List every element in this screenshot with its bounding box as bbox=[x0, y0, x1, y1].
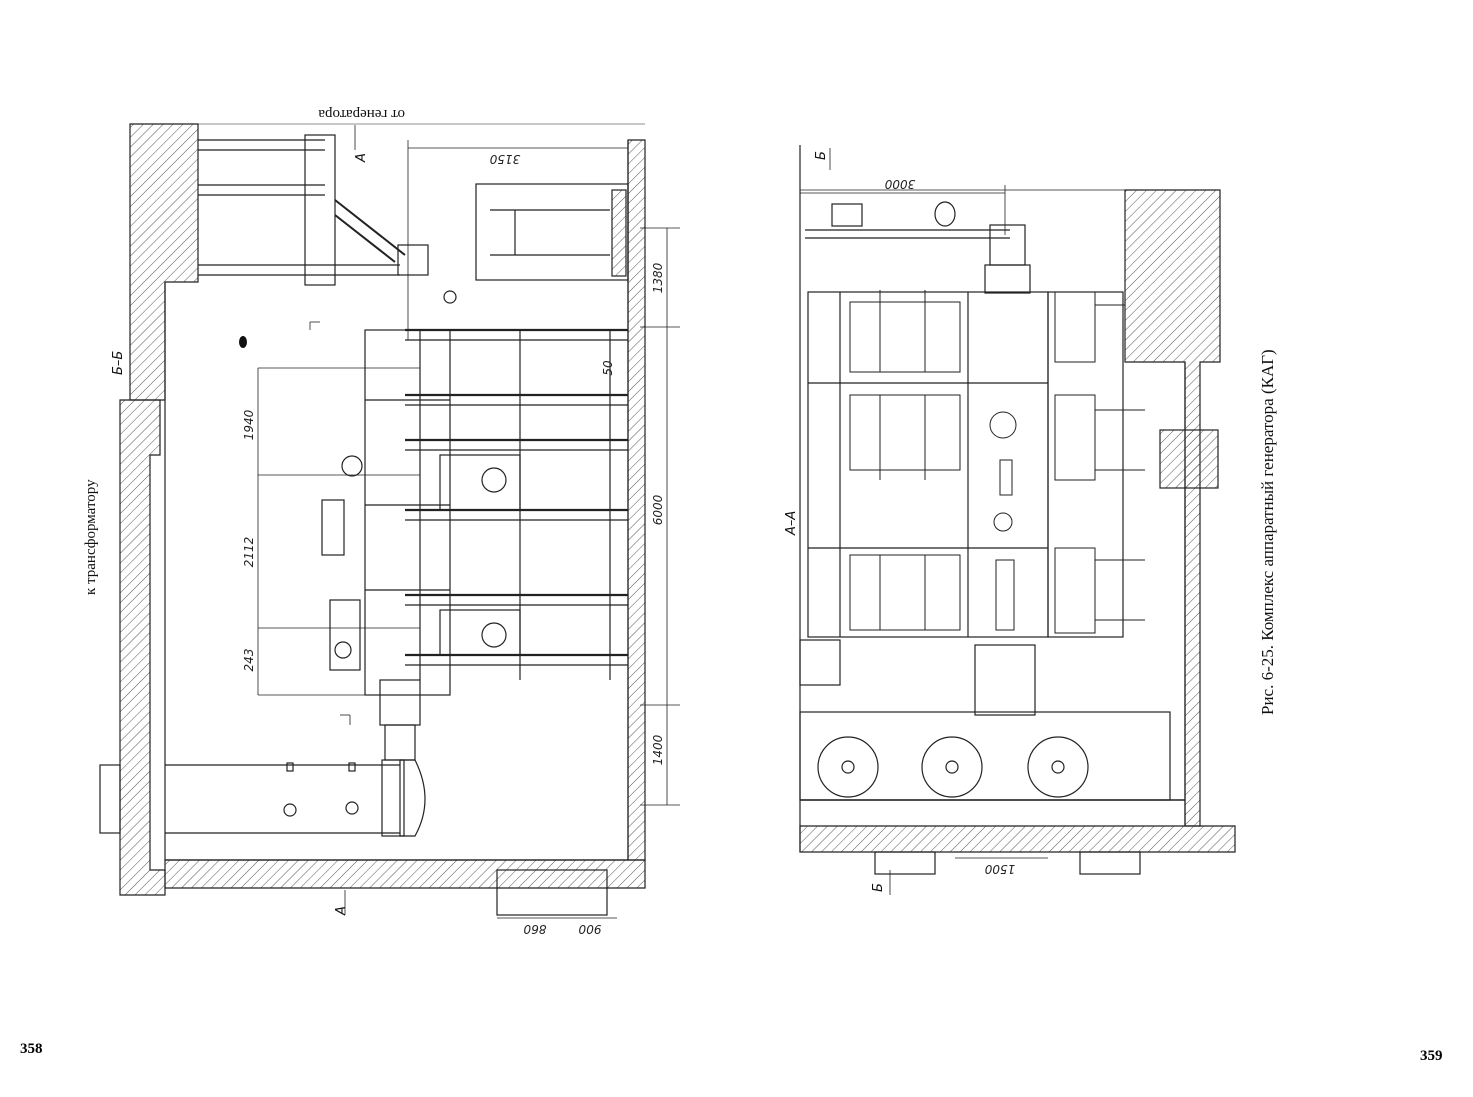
right-top-busbar bbox=[805, 202, 1030, 293]
breaker-units bbox=[850, 290, 1145, 633]
left-section-drawing: 3150 1380 6000 1400 1940 2112 243 50 860… bbox=[83, 106, 680, 936]
dim-2112: 2112 bbox=[242, 537, 256, 568]
label-from-generator: от генератора bbox=[318, 106, 405, 122]
right-page-number: 359 bbox=[1420, 1048, 1443, 1064]
left-cut-label-top: A bbox=[354, 153, 369, 163]
ink-dot bbox=[239, 336, 247, 348]
dim-6000: 6000 bbox=[651, 494, 665, 525]
right-section-drawing: 3000 1500 A–A Б Б Рис. 6-25. Комплекс ап… bbox=[784, 145, 1277, 895]
dim-1940: 1940 bbox=[242, 409, 256, 440]
left-cut-label-bottom: A bbox=[334, 906, 349, 916]
label-to-transformer: к трансформатору bbox=[83, 479, 99, 595]
dim-1500: 1500 bbox=[984, 862, 1015, 876]
left-page-number: 358 bbox=[20, 1041, 43, 1057]
right-cut-label-top: Б bbox=[814, 151, 829, 160]
top-cubicle bbox=[476, 184, 628, 280]
busbar-duct bbox=[198, 135, 456, 303]
right-cut-label-bottom: Б bbox=[871, 883, 886, 892]
switchgear-assembly bbox=[322, 330, 628, 760]
dim-3150: 3150 bbox=[489, 152, 520, 166]
dim-3000: 3000 bbox=[884, 177, 915, 191]
dim-243: 243 bbox=[242, 649, 256, 672]
right-section-label: A–A bbox=[784, 511, 799, 536]
right-dimension-lines bbox=[800, 148, 1048, 895]
dim-860: 860 bbox=[523, 922, 546, 936]
dim-1400: 1400 bbox=[651, 734, 665, 765]
figure-caption: Рис. 6-25. Комплекс аппаратный генератор… bbox=[1258, 349, 1277, 715]
dim-900: 900 bbox=[578, 922, 601, 936]
right-cell-grid bbox=[808, 292, 1123, 637]
current-transformers bbox=[800, 640, 1185, 800]
left-section-label: Б–Б bbox=[111, 351, 126, 375]
dim-1380: 1380 bbox=[651, 262, 665, 293]
dim-50: 50 bbox=[601, 360, 615, 376]
